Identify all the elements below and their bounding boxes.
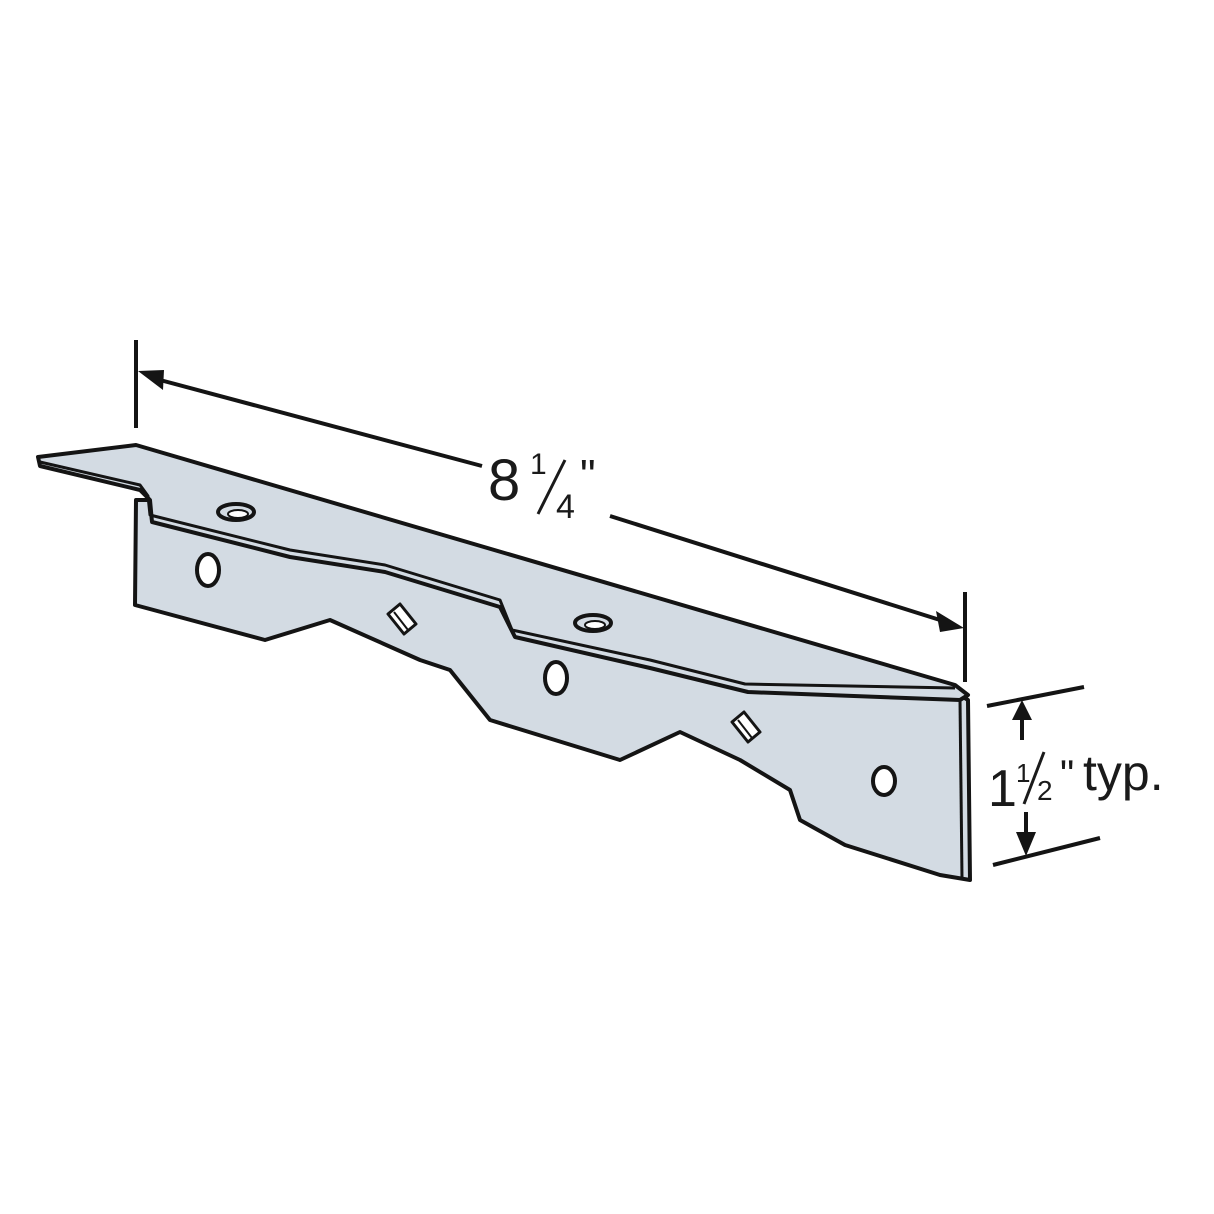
diamond-slot-2 <box>730 710 762 744</box>
height-frac-num: 1 <box>1016 758 1030 788</box>
height-extension-top <box>986 685 1085 708</box>
dimension-line-left <box>159 378 483 468</box>
side-hole-3 <box>871 765 897 797</box>
height-unit: " <box>1060 753 1074 797</box>
side-hole-2 <box>543 660 569 696</box>
arrowhead-right-icon <box>936 611 964 632</box>
arrowhead-down-icon <box>1016 832 1036 856</box>
right-edge-line <box>958 699 964 879</box>
length-dimension <box>134 340 967 682</box>
bracket <box>36 443 972 882</box>
flange-edge-line <box>39 460 956 690</box>
length-unit: " <box>580 451 596 500</box>
diamond-slot-1 <box>386 602 418 636</box>
height-whole: 1 <box>988 760 1017 818</box>
height-dimension <box>986 685 1101 867</box>
arrowhead-left-icon <box>138 370 164 390</box>
flange-hole-2-inner <box>584 620 606 630</box>
length-frac-num: 1 <box>530 448 547 481</box>
dimension-line-right <box>609 514 941 622</box>
flange-hole-1-inner <box>227 509 249 519</box>
length-frac-den: 4 <box>556 488 575 526</box>
height-extension-bottom <box>992 836 1101 867</box>
side-hole-1 <box>195 552 221 588</box>
length-whole: 8 <box>488 448 520 513</box>
height-suffix: typ. <box>1083 745 1164 801</box>
height-fraction-slash <box>1022 751 1046 805</box>
arrowhead-up-icon <box>1012 700 1032 720</box>
fraction-slash <box>536 459 567 515</box>
length-label: 8 1 4 " <box>488 448 596 526</box>
height-frac-den: 2 <box>1037 775 1053 806</box>
height-label: 1 1 2 " typ. <box>988 745 1164 818</box>
